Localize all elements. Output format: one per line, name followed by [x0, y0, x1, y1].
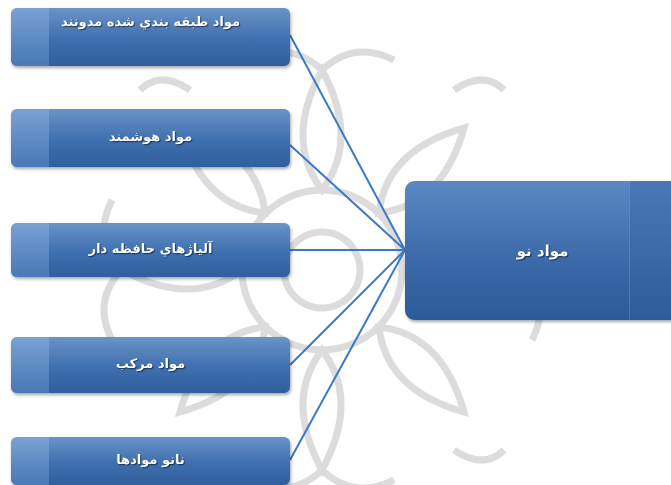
- node-label: مواد هوشمند: [108, 130, 193, 145]
- node-layered-materials: مواد طبقه بندي شده مدونند: [11, 8, 290, 66]
- node-label: آلياژهاي حافظه دار: [88, 242, 213, 257]
- center-label: مواد نو: [516, 241, 569, 260]
- connector-line-1: [289, 34, 406, 251]
- node-new-materials: مواد نو: [405, 181, 671, 320]
- node-shape-memory-alloys: آلياژهاي حافظه دار: [11, 223, 290, 277]
- connector-line-4: [289, 249, 406, 366]
- node-label: نانو موادها: [116, 453, 185, 468]
- node-label: مواد طبقه بندي شده مدونند: [60, 15, 241, 30]
- node-smart-materials: مواد هوشمند: [11, 109, 290, 167]
- node-nanomaterials: نانو موادها: [11, 437, 290, 485]
- node-composite-materials: مواد مركب: [11, 337, 290, 393]
- connector-line-2: [289, 144, 406, 251]
- node-label: مواد مركب: [115, 357, 186, 372]
- connector-line-5: [289, 249, 406, 461]
